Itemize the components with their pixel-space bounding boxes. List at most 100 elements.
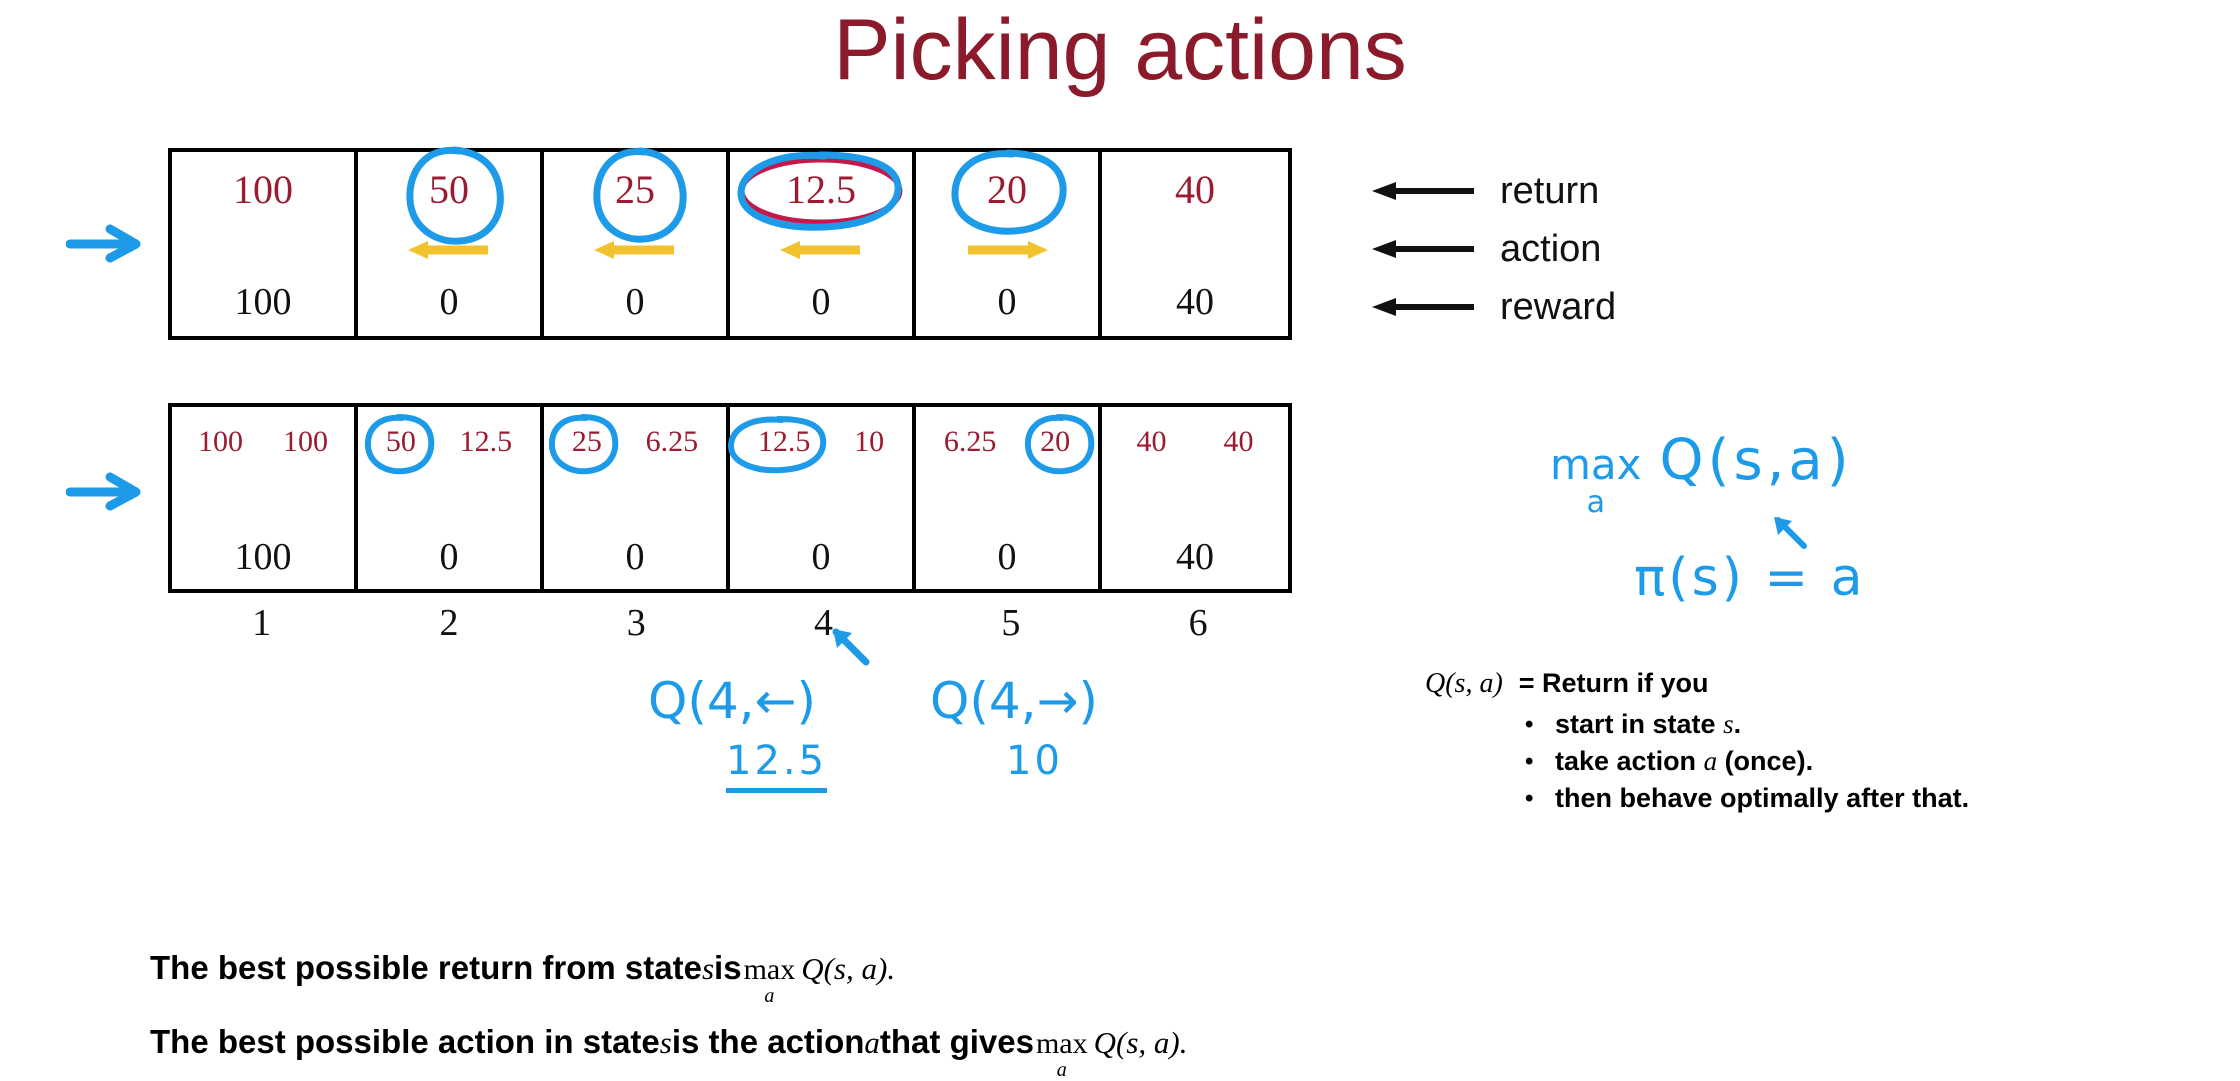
legend-row-action: action xyxy=(1370,220,1616,278)
statement2-part3: that gives xyxy=(879,1023,1034,1060)
return-value: 50 xyxy=(429,167,469,212)
returns-cell-state-1: 100 100 xyxy=(172,152,358,336)
bullet-italic-var: s xyxy=(1723,709,1734,739)
q-value-pair: 6.25 20 xyxy=(916,425,1098,459)
action-arrow-right-icon xyxy=(968,241,1048,259)
q-definition-bullet-1: start in state s. xyxy=(1521,706,1969,743)
max-label: max xyxy=(743,953,796,986)
action-arrow-left-icon xyxy=(594,241,674,259)
reward-value: 0 xyxy=(439,281,459,323)
q-definition-symbol: Q(s, a) xyxy=(1425,668,1503,699)
return-value: 25 xyxy=(615,167,655,212)
q-definition-equals: = Return if you xyxy=(1518,668,1709,698)
statement1-part1: The best possible return from state xyxy=(150,949,702,986)
q-value-left: 100 xyxy=(198,425,243,458)
arrow-left-icon xyxy=(1372,240,1474,258)
statement2-var-s: s xyxy=(659,1025,672,1060)
reward-value: 40 xyxy=(1175,536,1214,578)
state-pointer-arrow-top xyxy=(66,224,141,263)
arrow-left-icon xyxy=(1372,182,1474,200)
annotation-max-subscript: a xyxy=(1586,485,1605,520)
returns-cell-state-2: 50 0 xyxy=(358,146,544,336)
bullet-text-post: . xyxy=(1733,709,1742,739)
statement2-max-operator: max a xyxy=(1035,1027,1088,1081)
q-value-pair: 25 6.25 xyxy=(544,425,726,459)
return-value: 20 xyxy=(987,167,1027,212)
q-value-left: 25 xyxy=(571,425,602,458)
annotation-q4-right-expr: Q(4,→) xyxy=(930,672,1098,730)
action-arrow-left-icon xyxy=(780,241,860,259)
statement-line-1: The best possible return from state s is… xyxy=(150,932,1187,1006)
annotation-max-expr: Q(s,a) xyxy=(1659,428,1853,493)
statement2-part1: The best possible action in state xyxy=(150,1023,660,1060)
legend-label: action xyxy=(1500,227,1602,270)
legend-row-reward: reward xyxy=(1370,278,1616,336)
state-index-labels: 1 2 3 4 5 6 xyxy=(168,601,1292,645)
annotation-max-q: max a Q(s,a) xyxy=(1550,428,1853,518)
returns-cell-state-6: 40 40 xyxy=(1102,152,1288,336)
statement-line-2: The best possible action in state s is t… xyxy=(150,1006,1187,1080)
statement1-var-s: s xyxy=(701,951,715,986)
reward-value: 0 xyxy=(811,536,831,578)
state-label-1: 1 xyxy=(252,602,272,644)
bullet-text: take action xyxy=(1555,746,1704,776)
arrow-left-icon xyxy=(1372,298,1474,316)
statement1-expr: Q(s, a). xyxy=(801,951,896,986)
max-subscript: a xyxy=(764,985,775,1007)
q-value-right: 12.5 xyxy=(459,425,513,458)
q-value-right: 20 xyxy=(1040,425,1071,458)
max-label: max xyxy=(1035,1027,1088,1060)
q-cell-state-3: 25 6.25 0 xyxy=(544,407,730,589)
bullet-italic-var: a xyxy=(1703,746,1718,776)
legend: return action reward xyxy=(1370,162,1616,336)
q-value-right: 100 xyxy=(283,425,328,458)
q-definition-bullets: start in state s. take action a (once). … xyxy=(1521,706,1969,817)
page-title: Picking actions xyxy=(833,2,1407,98)
annotation-q4-left-expr: Q(4,←) xyxy=(648,672,816,730)
state-label-4: 4 xyxy=(814,602,834,644)
statement2-part2: is the action xyxy=(671,1023,865,1060)
return-value: 40 xyxy=(1174,167,1215,212)
q-value-pair: 100 100 xyxy=(172,425,354,459)
legend-label: return xyxy=(1500,169,1600,212)
return-value: 12.5 xyxy=(786,167,856,212)
q-cell-state-1: 100 100 100 xyxy=(172,407,358,589)
annotation-max-op: max xyxy=(1550,440,1642,489)
q-value-left: 6.25 xyxy=(943,425,997,458)
returns-cell-state-3: 25 0 xyxy=(544,147,730,336)
q-values-table: 100 100 100 50 12.5 0 25 6.25 0 12. xyxy=(168,403,1292,593)
reward-value: 0 xyxy=(811,281,831,323)
reward-value: 0 xyxy=(625,536,645,578)
state-4-pointer-icon xyxy=(832,628,870,666)
q-value-right: 40 xyxy=(1223,425,1254,458)
reward-value: 100 xyxy=(234,281,292,323)
legend-row-return: return xyxy=(1370,162,1616,220)
reward-value: 100 xyxy=(234,536,292,578)
action-arrow-left-icon xyxy=(408,241,488,259)
return-value: 100 xyxy=(233,167,293,212)
statement2-expr: Q(s, a). xyxy=(1093,1025,1188,1060)
state-label-2: 2 xyxy=(439,602,459,644)
returns-table: 100 100 50 0 25 0 12.5 xyxy=(168,146,1292,340)
q-definition-header: Q(s, a) = Return if you xyxy=(1425,668,1969,700)
q-definition-bullet-3: then behave optimally after that. xyxy=(1521,780,1969,817)
bullet-text: then behave optimally after that. xyxy=(1555,783,1970,813)
reward-value: 0 xyxy=(997,281,1017,323)
statement2-var-a: a xyxy=(864,1025,880,1060)
q-value-pair: 40 40 xyxy=(1102,425,1288,459)
state-label-6: 6 xyxy=(1188,602,1208,644)
statement1-part2: is xyxy=(714,949,742,986)
state-label-5: 5 xyxy=(1001,602,1021,644)
q-value-pair: 12.5 10 xyxy=(730,425,912,459)
q-cell-state-2: 50 12.5 0 xyxy=(358,407,544,589)
q-definition-bullet-2: take action a (once). xyxy=(1521,743,1969,780)
legend-label: reward xyxy=(1500,285,1617,328)
reward-value: 40 xyxy=(1175,281,1214,323)
q-cell-state-5: 6.25 20 0 xyxy=(916,407,1102,589)
q-cell-state-4: 12.5 10 0 xyxy=(728,407,916,589)
annotation-q4-left-value: 12.5 xyxy=(726,738,828,793)
q-value-right: 6.25 xyxy=(645,425,699,458)
q-value-pair: 50 12.5 xyxy=(358,425,540,459)
max-subscript: a xyxy=(1056,1059,1067,1081)
q-cell-state-6: 40 40 40 xyxy=(1102,407,1288,589)
